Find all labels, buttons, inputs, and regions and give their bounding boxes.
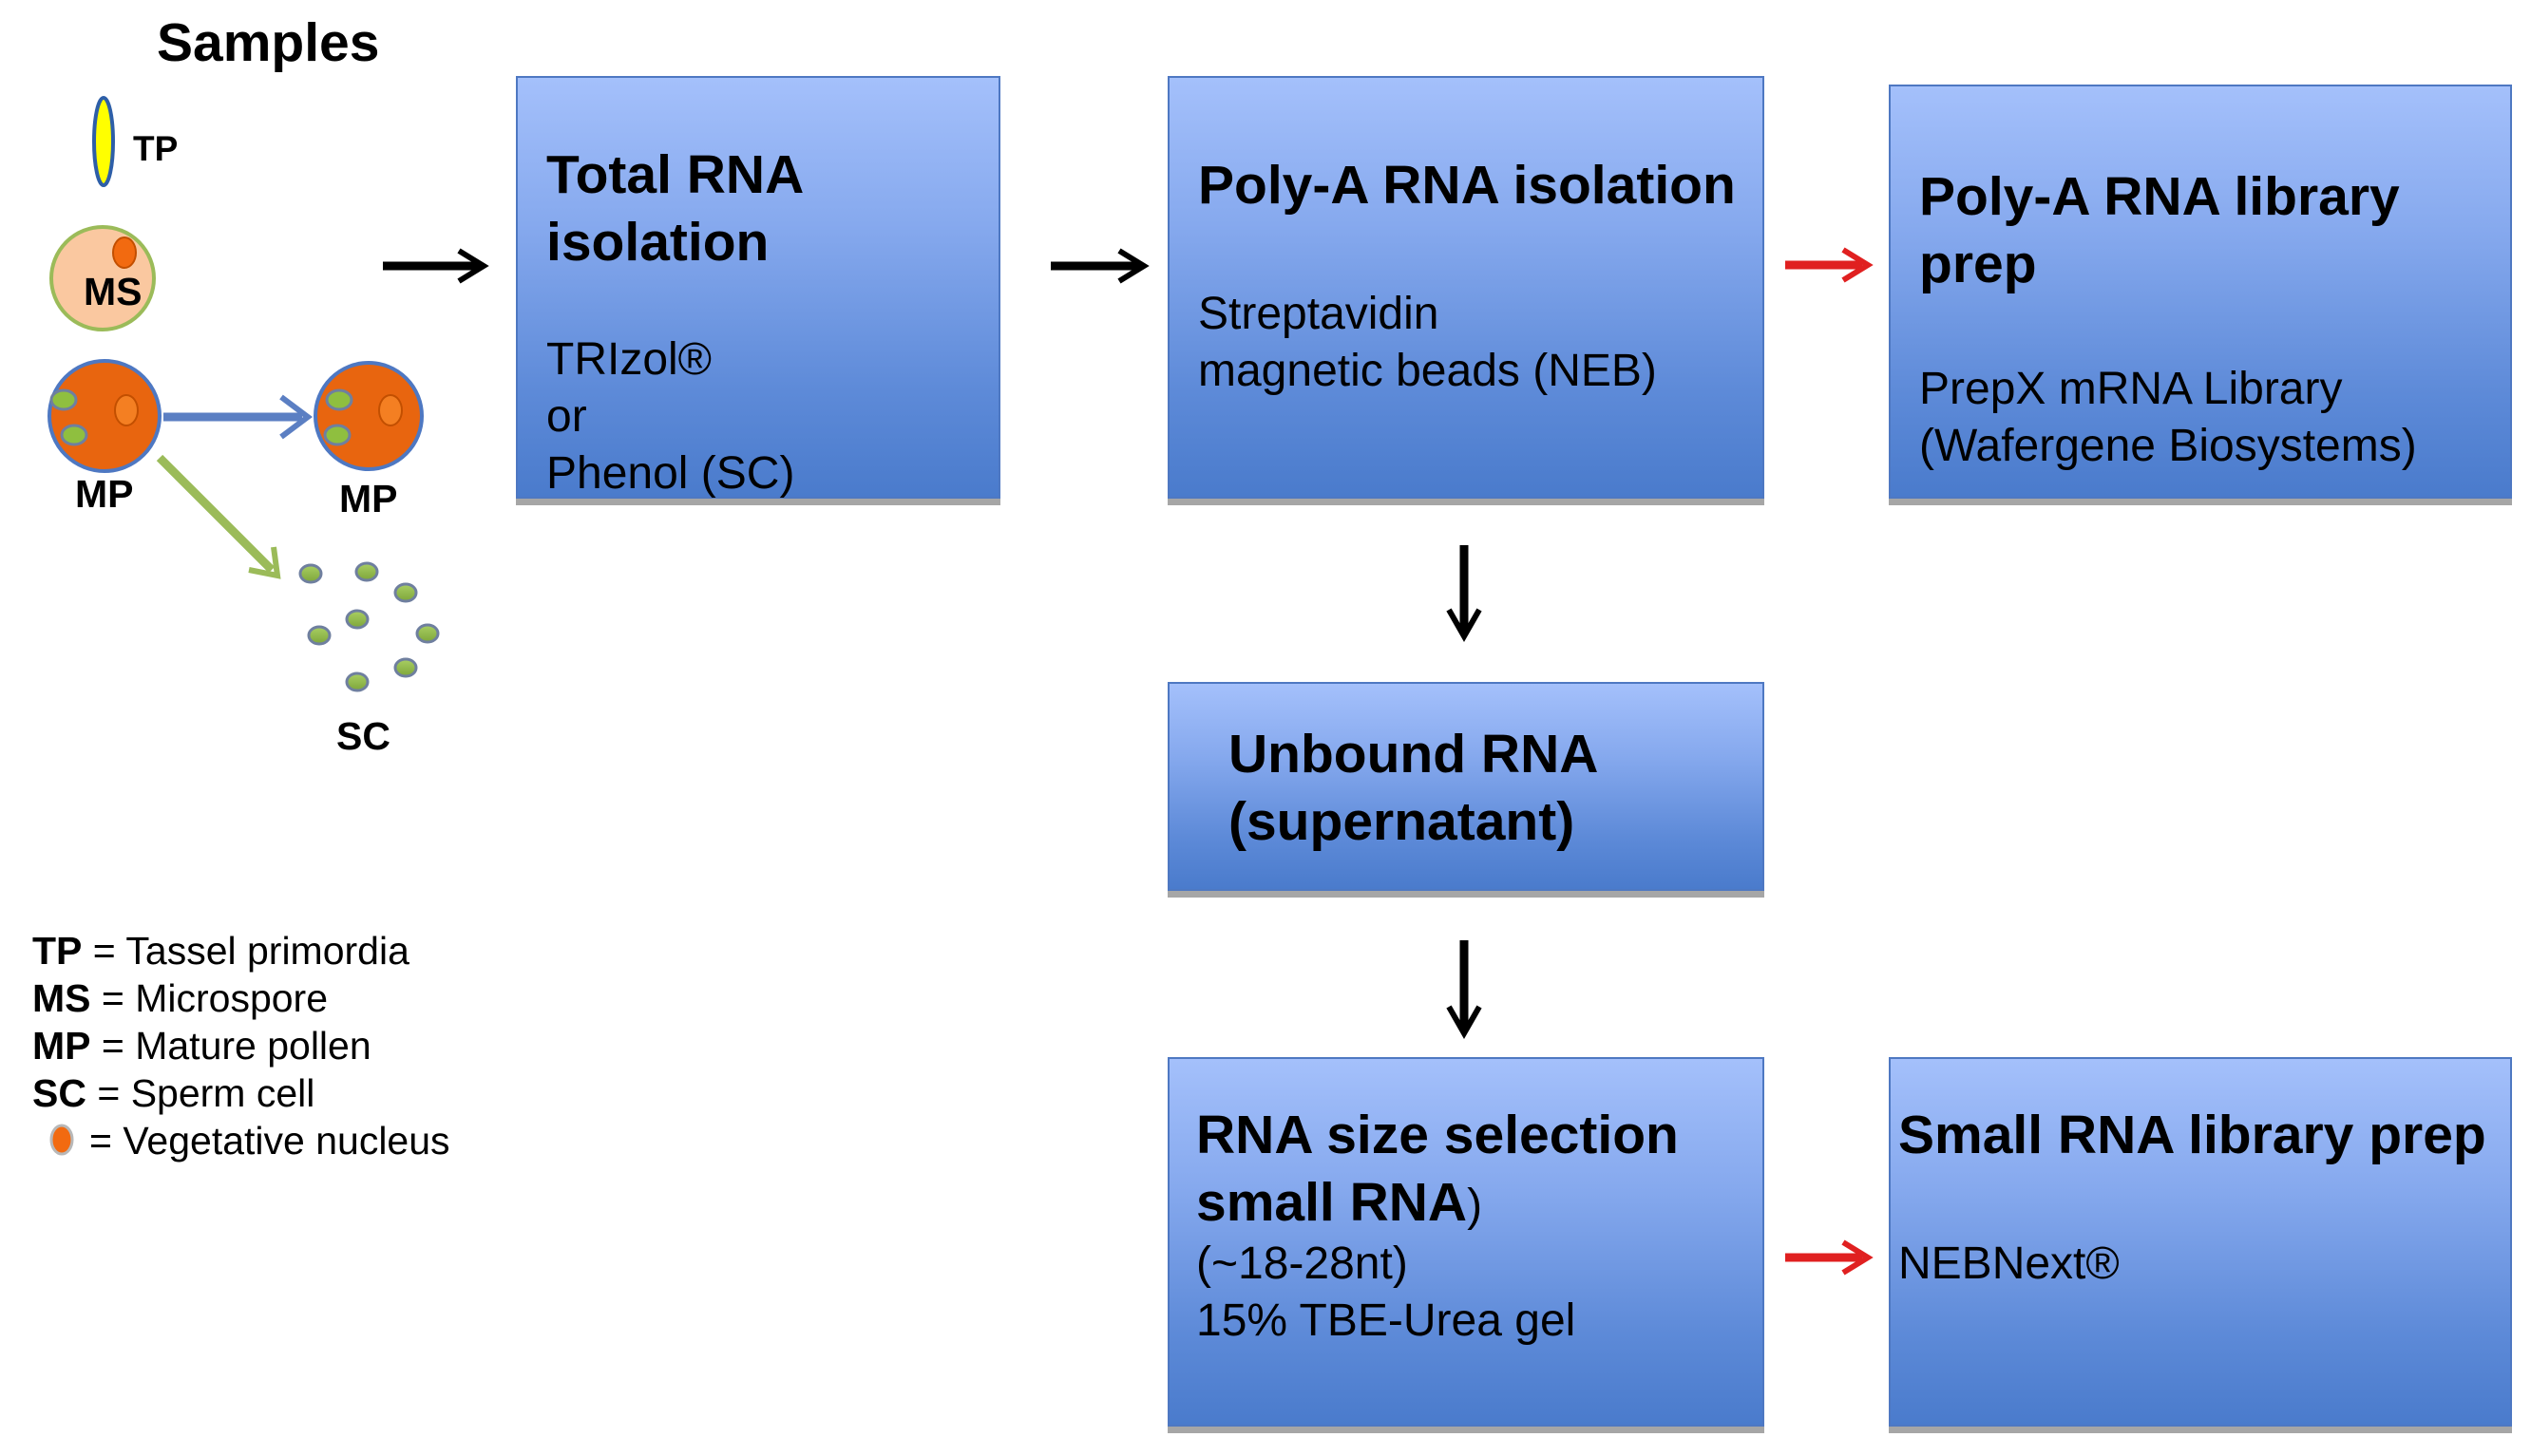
legend-text: = Microspore <box>90 976 329 1020</box>
tp-label: TP <box>133 129 179 168</box>
green-arrow-icon <box>156 454 281 579</box>
unbound-rna-box: Unbound RNA (supernatant) <box>1168 682 1764 891</box>
legend-item: SC = Sperm cell <box>32 1069 314 1117</box>
mp-label: MP <box>75 472 134 516</box>
legend-item: = Vegetative nucleus <box>89 1117 450 1164</box>
legend-abbr: TP <box>32 929 83 973</box>
box-body: or <box>546 391 587 442</box>
legend-item: MS = Microspore <box>32 974 328 1022</box>
box-body: Streptavidin <box>1198 289 1439 339</box>
box-title: prep <box>1919 234 2037 294</box>
red-arrow-icon <box>1785 247 1874 283</box>
legend-abbr: MS <box>32 976 91 1020</box>
rna-size-selection-box: RNA size selection small RNA) (~18-28nt)… <box>1168 1057 1764 1427</box>
arrow-down-icon <box>1446 545 1482 643</box>
box-title: Poly-A RNA library <box>1919 166 2400 227</box>
tassel-primordia-icon <box>92 96 115 187</box>
box-body: PrepX mRNA Library <box>1919 364 2343 414</box>
samples-title: Samples <box>157 12 380 73</box>
blue-arrow-icon <box>163 394 313 440</box>
microspore-icon <box>49 225 156 331</box>
box-title: small RNA) <box>1196 1169 1482 1239</box>
ms-label: MS <box>84 270 143 313</box>
box-body: NEBNext® <box>1898 1239 2120 1289</box>
mp-label: MP <box>339 477 398 520</box>
polya-rna-isolation-box: Poly-A RNA isolation Streptavidin magnet… <box>1168 76 1764 499</box>
arrow-down-icon <box>1446 940 1482 1040</box>
box-title: Small RNA library prep <box>1898 1105 2486 1165</box>
polya-rna-library-prep-box: Poly-A RNA library prep PrepX mRNA Libra… <box>1889 85 2512 499</box>
legend-item: MP = Mature pollen <box>32 1022 371 1069</box>
legend-text: = Tassel primordia <box>82 929 409 973</box>
box-title: (supernatant) <box>1228 791 1575 852</box>
legend-text: = Sperm cell <box>86 1071 315 1115</box>
legend-abbr: SC <box>32 1071 86 1115</box>
red-arrow-icon <box>1785 1239 1874 1276</box>
box-title: Poly-A RNA isolation <box>1198 155 1736 216</box>
mature-pollen-icon <box>314 361 424 471</box>
box-title-suffix: ) <box>1467 1181 1483 1231</box>
box-body: magnetic beads (NEB) <box>1198 346 1657 396</box>
box-title: Total RNA <box>546 144 805 205</box>
box-body: (~18-28nt) <box>1196 1239 1408 1289</box>
legend-text: = Vegetative nucleus <box>89 1119 450 1163</box>
legend-abbr: MP <box>32 1024 91 1068</box>
vegetative-nucleus-icon <box>49 1124 74 1156</box>
box-title: Unbound RNA <box>1228 724 1599 785</box>
arrow-icon <box>383 248 489 284</box>
arrow-icon <box>1051 248 1150 284</box>
total-rna-isolation-box: Total RNA isolation TRIzol® or Phenol (S… <box>516 76 1000 499</box>
legend-text: = Mature pollen <box>90 1024 371 1068</box>
legend-item: TP = Tassel primordia <box>32 927 409 974</box>
box-body: TRIzol® <box>546 334 713 385</box>
box-body: (Wafergene Biosystems) <box>1919 421 2417 471</box>
box-body: Phenol (SC) <box>546 448 795 499</box>
box-title-text: small RNA <box>1196 1172 1468 1233</box>
sperm-cells-icon <box>298 561 440 692</box>
box-title: RNA size selection <box>1196 1105 1679 1165</box>
box-body: 15% TBE-Urea gel <box>1196 1295 1576 1346</box>
small-rna-library-prep-box: Small RNA library prep NEBNext® <box>1889 1057 2512 1427</box>
box-title: isolation <box>546 212 770 273</box>
sc-label: SC <box>336 714 390 758</box>
mature-pollen-icon <box>48 359 162 473</box>
